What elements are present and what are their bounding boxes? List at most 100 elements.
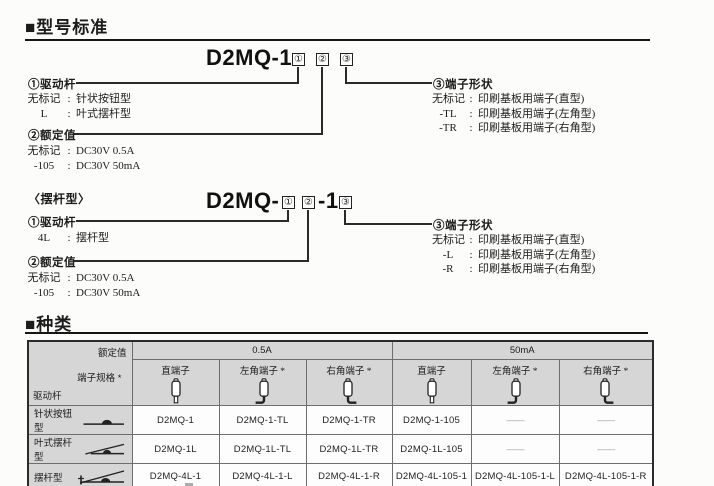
legend-terminal-1: 无标记 : 印刷基板用端子(直型) -TL : 印刷基板用端子(左角型) -TR… — [432, 92, 595, 136]
legend-row: 无标记 : 针状按钮型 — [27, 93, 132, 105]
connector-line — [344, 210, 346, 225]
legend-rating-1: 无标记 : DC30V 0.5A -105 : DC30V 50mA — [26, 144, 141, 173]
column-header-label: 左角端子 * — [239, 367, 286, 377]
model-cell: D2MQ-4L-105-1-R — [558, 463, 654, 486]
subsection-title-lever-type: 〈摆杆型〉 — [28, 192, 91, 206]
table-row: 针状按钮型 D2MQ-1 D2MQ-1-TL D2MQ-1-TR D2MQ-1-… — [27, 405, 654, 435]
model-cell: D2MQ-1L-TR — [305, 434, 393, 464]
table-row: 摆杆型 D2MQ-4L-1 D2MQ-4L-1-L D2MQ-4L-1-R D2… — [27, 463, 654, 486]
column-group-05a: 0.5A — [131, 340, 393, 360]
column-header-right-angle-terminal: 右角端子 * — [305, 359, 393, 406]
connector-line — [287, 210, 289, 222]
legend-row: -TL : 印刷基板用端子(左角型) — [439, 107, 596, 120]
right-angle-terminal-icon — [343, 378, 357, 404]
section-title-model-standard: ■型号标准 — [25, 18, 109, 37]
model-code-2-prefix: D2MQ- — [206, 188, 280, 213]
legend-row: 无标记 : DC30V 0.5A — [27, 145, 135, 157]
digit-box-3: ③ — [340, 53, 353, 66]
legend-row: -105 : DC30V 50mA — [33, 286, 141, 299]
model-cell-empty: —— — [470, 434, 560, 464]
heading-rule — [25, 332, 648, 334]
connector-line — [307, 210, 309, 262]
column-header-label: 直端子 — [417, 367, 446, 377]
pin-button-icon — [83, 419, 124, 425]
heading-rule — [25, 39, 650, 41]
row-label-lever: 摆杆型 — [27, 463, 133, 486]
legend-title-drive-1: ①驱动杆 — [28, 79, 76, 91]
straight-terminal-icon — [426, 378, 437, 404]
legend-rating-2: 无标记 : DC30V 0.5A -105 : DC30V 50mA — [26, 271, 141, 300]
corner-label-rated: 额定值 — [97, 348, 127, 359]
model-cell: D2MQ-1L — [131, 434, 220, 464]
model-cell: D2MQ-1-TL — [218, 405, 307, 435]
model-code-2-mid: -1 — [318, 188, 339, 213]
model-cell: D2MQ-1 — [131, 405, 220, 435]
leaf-lever-icon — [84, 443, 124, 455]
legend-row: -105 : DC30V 50mA — [33, 159, 141, 172]
connector-line — [297, 67, 299, 84]
column-group-50ma: 50mA — [391, 340, 654, 360]
row-label: 摆杆型 — [34, 473, 63, 484]
model-cell: D2MQ-1L-TL — [218, 434, 307, 464]
legend-row: -TR : 印刷基板用端子(右角型) — [439, 122, 596, 134]
model-cell-empty: —— — [558, 434, 654, 464]
digit-box-1: ① — [292, 53, 305, 66]
model-cell: D2MQ-4L-1 — [131, 463, 220, 486]
legend-drive-1: 无标记 : 针状按钮型 L : 叶式摆杆型 — [26, 92, 132, 121]
corner-label-drive-lever: 驱动杆 — [33, 391, 62, 402]
connector-line — [344, 223, 432, 225]
connector-line — [321, 67, 323, 135]
legend-title-terminal-2: ③端子形状 — [433, 220, 493, 232]
legend-title-drive-2: ①驱动杆 — [28, 217, 76, 229]
right-angle-terminal-icon — [600, 378, 614, 404]
digit-box-2: ② — [302, 196, 315, 209]
legend-row: L : 叶式摆杆型 — [40, 107, 131, 120]
model-cell: D2MQ-1-TR — [305, 405, 393, 435]
table-row: 叶式摆杆型 D2MQ-1L D2MQ-1L-TL D2MQ-1L-TR D2MQ… — [27, 434, 654, 464]
model-cell: D2MQ-4L-105-1 — [391, 463, 472, 486]
model-code-1: D2MQ-1 — [206, 45, 293, 70]
column-header-label: 直端子 — [161, 367, 190, 377]
digit-box-1: ① — [282, 196, 295, 209]
legend-drive-2: 4L : 摆杆型 — [26, 231, 109, 246]
model-cell: D2MQ-1L-105 — [391, 434, 472, 464]
legend-row: -L : 印刷基板用端子(左角型) — [442, 248, 596, 261]
legend-row: 无标记 : 印刷基板用端子(直型) — [432, 93, 585, 105]
column-header-left-angle-terminal: 左角端子 * — [218, 359, 307, 406]
connector-line — [345, 67, 347, 84]
row-label-leaf-lever: 叶式摆杆型 — [27, 434, 133, 464]
section-title-types: ■种类 — [25, 315, 73, 334]
row-label: 叶式摆杆型 — [34, 439, 73, 463]
column-header-label: 右角端子 * — [583, 367, 629, 377]
legend-title-rating-1: ②额定值 — [28, 130, 76, 142]
connector-line — [345, 82, 432, 84]
model-cell: D2MQ-4L-105-1-L — [470, 463, 560, 486]
digit-box-3: ③ — [339, 196, 352, 209]
left-angle-terminal-icon — [507, 378, 521, 404]
column-header-straight-terminal: 直端子 — [131, 359, 220, 406]
corner-label-terminal-spec: 端子规格 * — [77, 373, 122, 384]
column-header-straight-terminal: 直端子 — [391, 359, 472, 406]
row-label-pin-button: 针状按钮型 — [27, 405, 133, 435]
model-cell-empty: —— — [558, 405, 654, 435]
connector-line — [76, 220, 289, 222]
row-label: 针状按钮型 — [34, 410, 73, 434]
column-header-label: 右角端子 * — [326, 367, 372, 377]
legend-title-terminal-1: ③端子形状 — [433, 79, 493, 91]
legend-row: -R : 印刷基板用端子(右角型) — [442, 263, 596, 275]
model-cell: D2MQ-1-105 — [391, 405, 472, 435]
column-header-label: 左角端子 * — [492, 367, 538, 377]
table-corner-cell: 额定值 端子规格 * 驱动杆 — [27, 340, 133, 406]
model-cell: D2MQ-4L-1-R — [305, 463, 393, 486]
legend-row: 无标记 : 印刷基板用端子(直型) — [432, 234, 585, 246]
straight-terminal-icon — [170, 378, 181, 404]
legend-title-rating-2: ②额定值 — [28, 257, 76, 269]
model-cell-empty: —— — [470, 405, 560, 435]
connector-line — [74, 133, 323, 135]
left-angle-terminal-icon — [255, 378, 269, 404]
cut-off-footnote-mark — [185, 483, 193, 486]
legend-row: 4L : 摆杆型 — [37, 232, 109, 244]
digit-box-2: ② — [316, 53, 329, 66]
connector-line — [74, 260, 309, 262]
